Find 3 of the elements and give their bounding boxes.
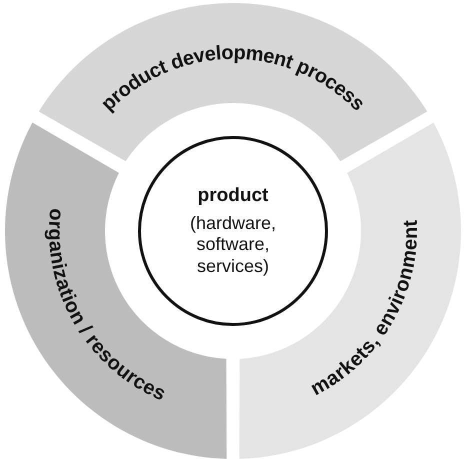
circle-title: product [198,184,268,207]
ring-segment [38,3,428,162]
circle-text: (hardware, software, services) [188,212,278,278]
